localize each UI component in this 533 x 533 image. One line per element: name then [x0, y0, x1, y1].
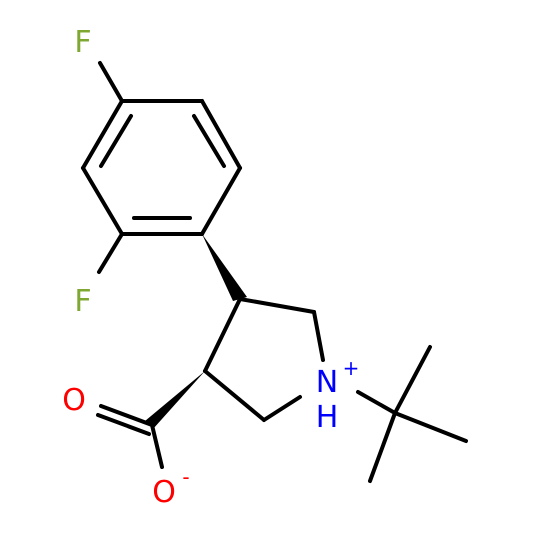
- bond-n-cquat: [356, 390, 397, 415]
- bond-c4-f: [98, 61, 124, 103]
- bond-ring-lower-left: [81, 166, 124, 236]
- pyrrolidine-ring: [203, 297, 325, 422]
- oxygen-negative-charge: -: [182, 465, 189, 489]
- bond-c4-c5: [238, 297, 316, 314]
- bond-ring-inner-upper-right: [192, 114, 226, 168]
- bond-ring-upper-left: [81, 99, 124, 170]
- nitrogen-hydrogen: H: [316, 400, 339, 435]
- bond-c2-f: [97, 232, 124, 274]
- fluorine-atom-ortho: F: [74, 284, 91, 319]
- bond-cquat-me-right: [393, 411, 468, 443]
- bond-ring-lower-right: [200, 166, 242, 236]
- bond-ring-inner-upper-left: [99, 114, 133, 168]
- nitrogen-positive-charge: +: [343, 356, 360, 380]
- bond-co-double-b: [96, 413, 151, 436]
- nitrogen-atom: N: [316, 365, 338, 400]
- bond-ring-upper-right: [200, 99, 242, 170]
- fluorine-atom-top: F: [74, 25, 91, 60]
- difluorophenyl-ring: [81, 99, 242, 236]
- bond-c5-n: [312, 310, 325, 362]
- bond-cquat-me-top: [393, 345, 432, 415]
- bond-c2-c3: [203, 369, 266, 422]
- oxygen-atom-carbonyl: O: [62, 383, 86, 418]
- wedge-bond-carboxyl: [145, 371, 205, 429]
- bond-cquat-me-bottom: [368, 411, 397, 483]
- bond-co-double-a: [99, 404, 154, 427]
- bond-c3-c4: [203, 297, 242, 373]
- bond-co-single: [150, 423, 164, 469]
- wedge-bond-aryl: [202, 234, 247, 301]
- oxygen-atom-anion: O: [152, 475, 176, 510]
- bond-n-c2: [262, 395, 302, 422]
